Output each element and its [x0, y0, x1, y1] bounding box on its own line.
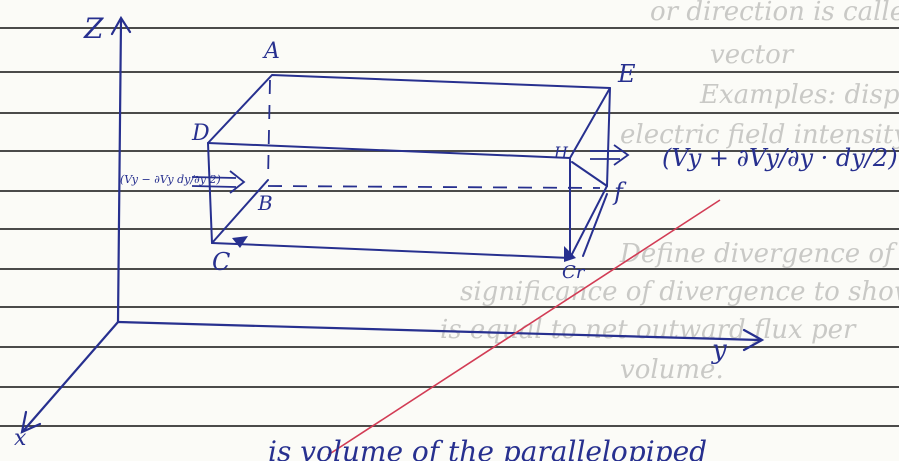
hidden-vertical-edge [267, 79, 271, 181]
z-axis [116, 18, 123, 324]
y-axis-label: y [711, 335, 727, 365]
red-pen-stroke [327, 199, 721, 456]
x-axis-label: x [14, 426, 27, 451]
bleed-line: or direction is called vector [650, 0, 899, 27]
vertex-label-a: A [262, 39, 280, 64]
right-flux-expression: (Vy + ∂Vy/∂y · dy/2) [662, 144, 898, 172]
bleed-line: volume. [620, 355, 724, 385]
hidden-bottom-edge [267, 185, 601, 189]
vertex-label-b: B [257, 191, 273, 215]
flux-arrows [191, 144, 630, 194]
ruled-line [0, 112, 899, 114]
coordinate-axes [20, 15, 765, 434]
ruled-line [0, 425, 899, 427]
right-flux-arrow [590, 144, 630, 166]
x-arrowhead [20, 410, 42, 434]
bottom-right-edge [569, 185, 608, 259]
vertex-label-c: C [212, 248, 230, 276]
box-edges [207, 74, 611, 259]
vertex-label-f: f [612, 178, 627, 206]
vertex-arrowheads [232, 236, 576, 262]
front-left-edge [207, 142, 213, 244]
bleed-line: significance of divergence to show div [460, 277, 899, 307]
ruled-line [0, 306, 899, 308]
ruled-line [0, 71, 899, 73]
x-axis [22, 320, 120, 432]
back-right-edge [606, 87, 611, 187]
front-top-edge [207, 142, 571, 159]
z-axis-label: Z [83, 12, 104, 45]
diag-hf-edge [571, 161, 608, 187]
ruled-line [0, 346, 899, 348]
ruled-line [0, 386, 899, 388]
y-axis [116, 320, 762, 342]
bleed-line: Define divergence of vector, give [619, 239, 899, 269]
bottom-front-edge [211, 242, 571, 259]
ruled-line [0, 27, 899, 29]
bleed-line: electric field intensity etc. [620, 120, 899, 150]
bleed-line: vector [710, 40, 795, 70]
left-flux-arrow [191, 170, 246, 194]
bleed-line: Examples: displacement, velocity, accele… [699, 80, 899, 110]
ruled-line [0, 190, 899, 192]
diag-cb-edge [211, 179, 269, 244]
vertex-label-g: Cr [562, 262, 586, 283]
c-arrowhead [232, 236, 248, 248]
ruled-line [0, 150, 899, 152]
bottom-text: is volume of the parallelopiped [268, 435, 707, 461]
bleed-through-text: or direction is called vector vector Exa… [440, 0, 899, 385]
vertex-label-h: H [553, 143, 569, 162]
vertex-label-e: E [617, 60, 636, 88]
g-arrowhead [564, 246, 576, 262]
z-arrowhead [110, 15, 132, 36]
left-flux-expression: (Vy − ∂Vy dy/∂y 2) [120, 173, 221, 186]
ruled-line [0, 268, 899, 270]
y-arrowhead [742, 328, 765, 352]
bleed-line: is equal to net outward flux per [440, 315, 857, 345]
fold-edge [582, 193, 608, 257]
ruled-line [0, 228, 899, 230]
hidden-edges [267, 79, 601, 189]
top-face-edge [207, 74, 611, 159]
vertex-label-d: D [191, 121, 210, 146]
